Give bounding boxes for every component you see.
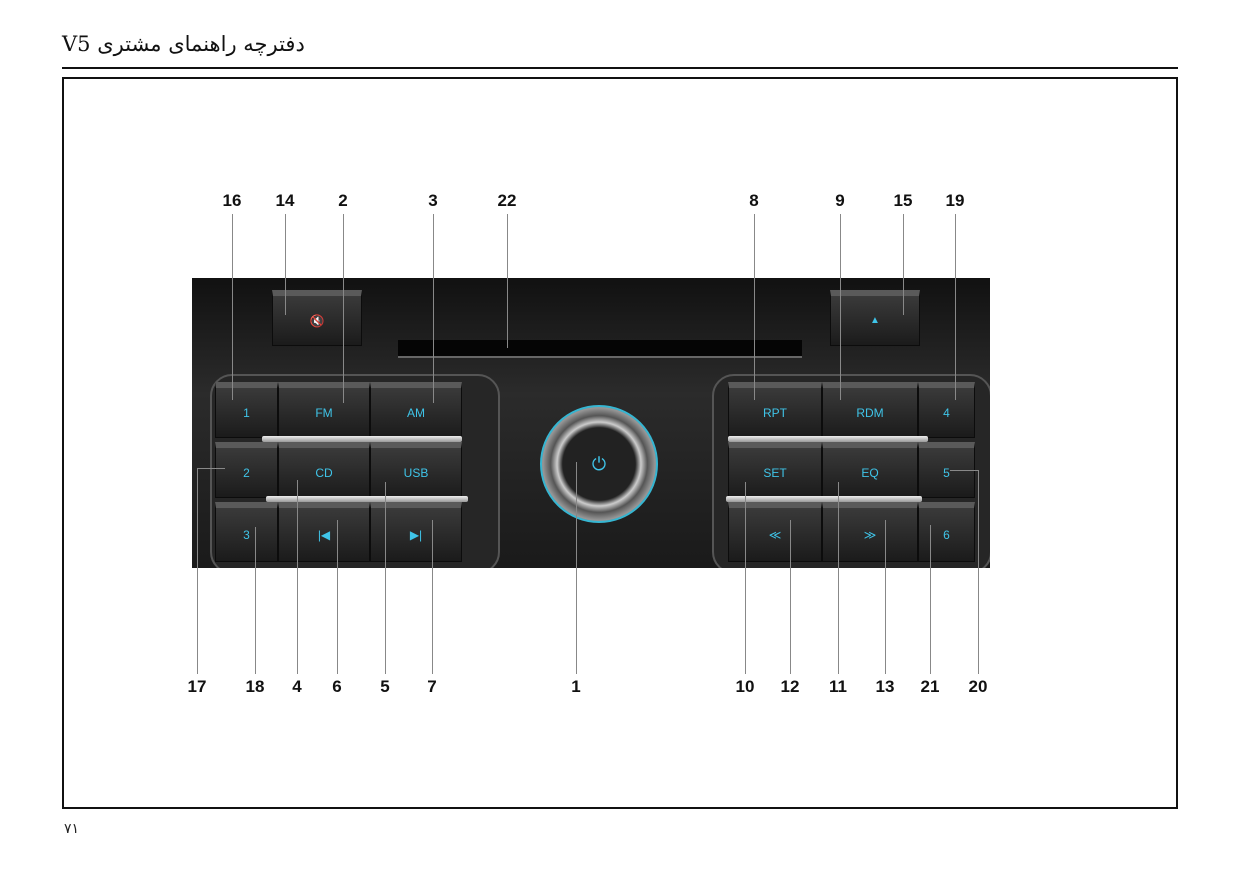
set-button: SET: [728, 442, 822, 498]
page-header-title: دفترچه راهنمای مشتری V5: [62, 32, 305, 56]
leader-line: [576, 462, 577, 674]
leader-line: [950, 470, 978, 471]
leader-line: [385, 482, 386, 674]
cd-button: CD: [278, 442, 370, 498]
callout-number: 22: [497, 191, 517, 210]
leader-line: [955, 214, 956, 400]
chrome-trim: [728, 436, 928, 442]
mute-button: 🔇: [272, 290, 362, 346]
callout-number: 14: [275, 191, 295, 210]
chrome-trim: [726, 496, 922, 502]
callout-number: 7: [427, 677, 437, 696]
callout-number: 12: [780, 677, 800, 696]
rpt-button: RPT: [728, 382, 822, 438]
leader-line: [903, 214, 904, 315]
power-icon: ⏻: [591, 453, 607, 474]
leader-line: [255, 527, 256, 674]
chrome-trim: [266, 496, 468, 502]
callout-number: 5: [380, 677, 390, 696]
rewind-button: ≪: [728, 502, 822, 562]
callout-number: 4: [292, 677, 302, 696]
callout-number: 1: [571, 677, 581, 696]
usb-button: USB: [370, 442, 462, 498]
callout-number: 20: [968, 677, 988, 696]
leader-line: [197, 468, 198, 674]
previous-track-button: |◀: [278, 502, 370, 562]
leader-line: [754, 214, 755, 400]
callout-number: 13: [875, 677, 895, 696]
preset-3-button: 3: [215, 502, 278, 562]
leader-line: [745, 482, 746, 674]
leader-line: [232, 214, 233, 400]
leader-line: [432, 520, 433, 674]
rdm-button: RDM: [822, 382, 918, 438]
leader-line: [285, 214, 286, 315]
chrome-trim: [262, 436, 462, 442]
callout-number: 2: [338, 191, 348, 210]
page-number: ٧١: [64, 820, 80, 836]
callout-number: 17: [187, 677, 207, 696]
callout-number: 21: [920, 677, 940, 696]
eq-button: EQ: [822, 442, 918, 498]
leader-line: [297, 480, 298, 674]
callout-number: 16: [222, 191, 242, 210]
header-rule: [62, 67, 1178, 69]
leader-line: [838, 482, 839, 674]
leader-line: [433, 214, 434, 403]
preset-2-button: 2: [215, 442, 278, 498]
callout-number: 10: [735, 677, 755, 696]
callout-number: 6: [332, 677, 342, 696]
callout-number: 18: [245, 677, 265, 696]
preset-1-button: 1: [215, 382, 278, 438]
callout-number: 8: [749, 191, 759, 210]
callout-number: 15: [893, 191, 913, 210]
callout-number: 3: [428, 191, 438, 210]
callout-number: 11: [829, 677, 847, 696]
next-track-button: ▶|: [370, 502, 462, 562]
preset-6-button: 6: [918, 502, 975, 562]
figure-frame: [62, 77, 1178, 809]
leader-line: [840, 214, 841, 400]
eject-button: ▲: [830, 290, 920, 346]
leader-line: [343, 214, 344, 403]
leader-line: [507, 214, 508, 348]
callout-number: 9: [835, 191, 845, 210]
cd-slot: [398, 340, 802, 358]
leader-line: [885, 520, 886, 674]
leader-line: [978, 470, 979, 674]
fast-forward-button: ≫: [822, 502, 918, 562]
fm-button: FM: [278, 382, 370, 438]
leader-line: [790, 520, 791, 674]
leader-line: [337, 520, 338, 674]
leader-line: [197, 468, 225, 469]
am-button: AM: [370, 382, 462, 438]
power-volume-knob: ⏻: [540, 405, 658, 523]
leader-line: [930, 525, 931, 674]
preset-4-button: 4: [918, 382, 975, 438]
callout-number: 19: [945, 191, 965, 210]
